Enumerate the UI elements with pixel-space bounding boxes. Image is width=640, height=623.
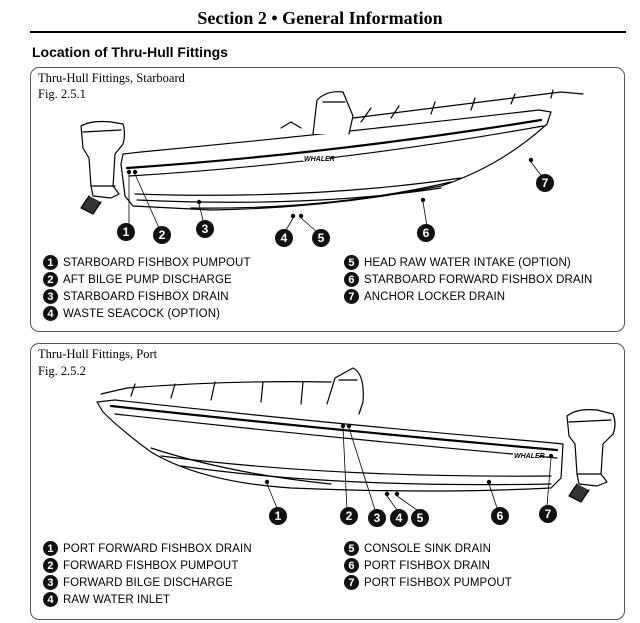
header-rule (30, 31, 626, 33)
legend-item: 2 AFT BILGE PUMP DISCHARGE (43, 271, 251, 288)
section-title: Section 2 • General Information (197, 8, 443, 28)
legend-number: 5 (344, 541, 359, 556)
legend-number: 2 (43, 272, 58, 287)
legend-number: 1 (43, 541, 58, 556)
legend-text: WASTE SEACOCK (OPTION) (63, 307, 221, 320)
callout-4: 4 (275, 229, 293, 247)
legend-item: 5 HEAD RAW WATER INTAKE (OPTION) (344, 254, 592, 271)
callout-1: 1 (269, 507, 287, 525)
legend-text: PORT FORWARD FISHBOX DRAIN (63, 542, 252, 555)
legend-item: 1 STARBOARD FISHBOX PUMPOUT (43, 254, 251, 271)
legend-number: 3 (43, 575, 58, 590)
legend-number: 6 (344, 558, 359, 573)
legend-number: 3 (43, 289, 58, 304)
legend-item: 4 RAW WATER INLET (43, 591, 252, 608)
hull-brand-label: WHALER (304, 156, 335, 163)
callout-7: 7 (536, 174, 554, 192)
callout-2: 2 (340, 507, 358, 525)
callout-7: 7 (539, 505, 557, 523)
legend-left: 1 PORT FORWARD FISHBOX DRAIN 2 FORWARD FIS… (43, 540, 252, 608)
legend-number: 4 (43, 306, 58, 321)
legend-item: 1 PORT FORWARD FISHBOX DRAIN (43, 540, 252, 557)
legend-number: 2 (43, 558, 58, 573)
callout-5: 5 (312, 229, 330, 247)
callout-3: 3 (368, 509, 386, 527)
legend-text: STARBOARD FORWARD FISHBOX DRAIN (364, 273, 593, 286)
legend-left: 1 STARBOARD FISHBOX PUMPOUT 2 AFT BILGE PU… (43, 254, 251, 322)
legend-item: 4 WASTE SEACOCK (OPTION) (43, 305, 251, 322)
legend-item: 2 FORWARD FISHBOX PUMPOUT (43, 557, 252, 574)
figure-panel-starboard: Thru-Hull Fittings, Starboard Fig. 2.5.1 (30, 67, 625, 332)
legend-text: ANCHOR LOCKER DRAIN (364, 290, 506, 303)
legend-item: 6 STARBOARD FORWARD FISHBOX DRAIN (344, 271, 592, 288)
legend-item: 3 STARBOARD FISHBOX DRAIN (43, 288, 251, 305)
legend-text: FORWARD BILGE DISCHARGE (63, 576, 233, 589)
callout-6: 6 (491, 507, 509, 525)
callout-6: 6 (417, 224, 435, 242)
figure-title: Thru-Hull Fittings, Port (38, 347, 158, 361)
port-boat-illustration: WHALER (96, 367, 616, 511)
legend-item: 6 PORT FISHBOX DRAIN (344, 557, 512, 574)
legend-number: 7 (344, 575, 359, 590)
legend-number: 1 (43, 255, 58, 270)
callout-3: 3 (196, 220, 214, 238)
legend-text: FORWARD FISHBOX PUMPOUT (63, 559, 239, 572)
figure-number: Fig. 2.5.2 (38, 364, 86, 378)
legend-item: 7 ANCHOR LOCKER DRAIN (344, 288, 592, 305)
callout-5: 5 (411, 509, 429, 527)
starboard-boat-illustration: WHALER (80, 89, 584, 233)
figure-number: Fig. 2.5.1 (38, 87, 86, 101)
callout-2: 2 (153, 226, 171, 244)
legend-text: STARBOARD FISHBOX DRAIN (63, 290, 229, 303)
legend-item: 3 FORWARD BILGE DISCHARGE (43, 574, 252, 591)
legend-text: PORT FISHBOX DRAIN (364, 559, 490, 572)
legend-number: 7 (344, 289, 359, 304)
subheading: Location of Thru-Hull Fittings (32, 44, 228, 60)
hull-brand-label: WHALER (514, 453, 545, 460)
legend-number: 4 (43, 592, 58, 607)
callout-1: 1 (117, 223, 135, 241)
callout-4: 4 (390, 509, 408, 527)
legend-text: CONSOLE SINK DRAIN (364, 542, 492, 555)
figure-title: Thru-Hull Fittings, Starboard (38, 71, 185, 85)
legend-text: HEAD RAW WATER INTAKE (OPTION) (364, 256, 571, 269)
legend-number: 5 (344, 255, 359, 270)
legend-item: 5 CONSOLE SINK DRAIN (344, 540, 512, 557)
legend-text: STARBOARD FISHBOX PUMPOUT (63, 256, 251, 269)
legend-text: AFT BILGE PUMP DISCHARGE (63, 273, 232, 286)
legend-number: 6 (344, 272, 359, 287)
legend-item: 7 PORT FISHBOX PUMPOUT (344, 574, 512, 591)
legend-text: PORT FISHBOX PUMPOUT (364, 576, 512, 589)
figure-panel-port: Thru-Hull Fittings, Port Fig. 2.5.2 (30, 343, 625, 620)
legend-right: 5 HEAD RAW WATER INTAKE (OPTION) 6 STARBOA… (344, 254, 592, 305)
legend-text: RAW WATER INLET (63, 593, 171, 606)
